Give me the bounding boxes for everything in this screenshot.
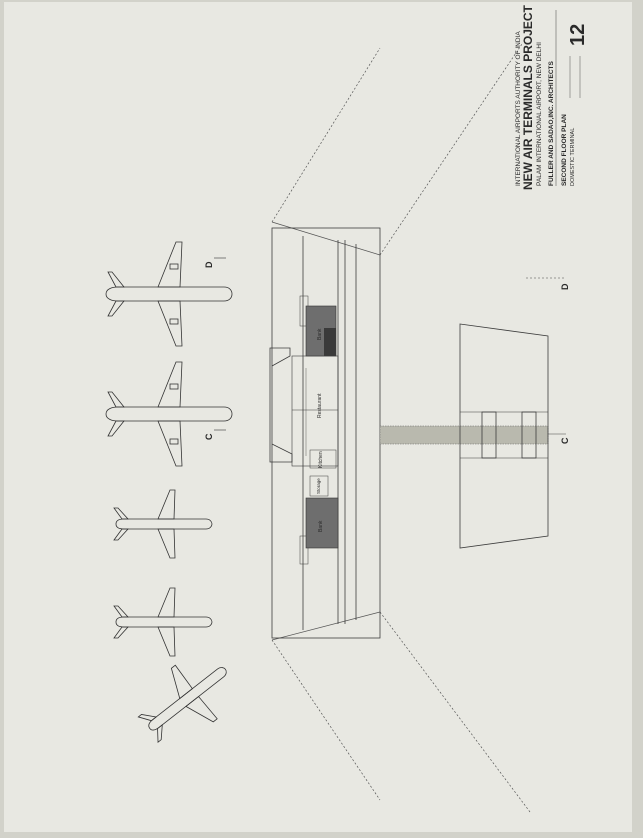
fuselage [105, 406, 233, 422]
engine-icon [169, 438, 179, 445]
edge-bottom [271, 611, 381, 641]
wing-icon [157, 528, 176, 559]
tail-icon [107, 271, 125, 288]
wing-icon [157, 241, 183, 288]
terminal-plan [269, 227, 381, 639]
room-label: Kitchen [318, 451, 324, 468]
site-text: PALAM INTERNATIONAL AIRPORT, NEW DELHI [536, 42, 543, 186]
fuselage [115, 518, 213, 530]
tail-icon [113, 507, 129, 520]
aircraft-5 [137, 664, 227, 743]
tail-icon [137, 714, 158, 722]
aircraft-4 [113, 587, 213, 657]
connector-bridge [379, 425, 549, 445]
aircraft-3 [113, 489, 213, 559]
wing-icon [157, 300, 183, 347]
room-label: Bank [317, 328, 323, 340]
edge-top [271, 221, 381, 256]
storage-room [309, 475, 329, 497]
wing-icon [170, 664, 193, 700]
client-text: INTERNATIONAL AIRPORTS AUTHORITY OF INDI… [515, 31, 522, 186]
engine-icon [169, 263, 179, 270]
fuselage [148, 667, 227, 731]
outline-lower-right [379, 611, 531, 813]
wing-icon [157, 361, 183, 408]
stair [299, 535, 309, 565]
tail-icon [107, 300, 125, 317]
fuselage [115, 616, 213, 628]
title-block: INTERNATIONAL AIRPORTS AUTHORITY OF INDI… [515, 4, 589, 190]
section-marker-c: C [204, 433, 214, 440]
wing-icon [185, 695, 218, 723]
wing-icon [157, 489, 176, 520]
section-marker-d: D [560, 283, 570, 290]
satellite-outline [459, 323, 549, 549]
tail-icon [107, 391, 125, 408]
tail-icon [107, 420, 125, 437]
architects-text: FULLER AND SADAO,INC. ARCHITECTS [548, 61, 555, 186]
tail-icon [113, 626, 129, 639]
engine-icon [169, 318, 179, 325]
section-marker-d: D [204, 261, 214, 268]
tail-icon [157, 724, 163, 743]
satellite-building [459, 323, 549, 549]
tail-icon [113, 528, 129, 541]
room-label: Restaurant [317, 393, 323, 418]
section-markers: D C D C [204, 257, 570, 444]
section-marker-c: C [560, 437, 570, 444]
terminal-outline [271, 43, 531, 813]
kitchen-room [309, 449, 337, 469]
sheet-title: SECOND FLOOR PLAN [561, 114, 568, 186]
tail-icon [113, 605, 129, 618]
sheet-subtitle: DOMESTIC TERMINAL [570, 128, 576, 186]
bank-vault-north [324, 328, 336, 356]
fuselage [105, 286, 233, 302]
wing-icon [157, 587, 176, 618]
aircraft-1 [105, 241, 233, 347]
project-title: NEW AIR TERMINALS PROJECT [521, 4, 535, 190]
wing-icon [157, 626, 176, 657]
wing-icon [157, 420, 183, 467]
engine-icon [169, 383, 179, 390]
paper [4, 2, 632, 832]
bank-room-south [305, 497, 339, 549]
aircraft-2 [105, 361, 233, 467]
room-label: Bank [318, 520, 324, 532]
outline-lower-left [271, 639, 381, 801]
room-label: Storage [316, 478, 321, 494]
sheet-number: 12 [567, 24, 589, 46]
